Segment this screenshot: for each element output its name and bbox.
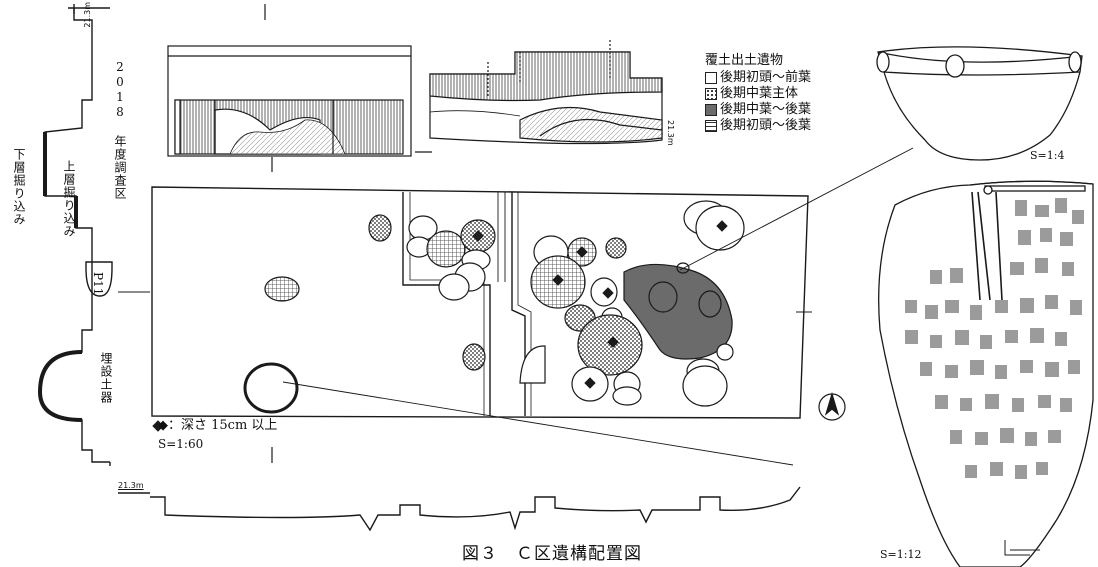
legend-label: 後期中葉～後葉 [720,102,812,117]
section-elevation: 21.3m [666,120,675,146]
plan-features [243,147,914,466]
legend-label: 後期初頭～後葉 [720,118,812,133]
legend-item-blank: 後期初頭～前葉 [705,71,811,84]
figure-caption: 図３ Ｃ区遺構配置図 [462,544,642,564]
depth-note: ◆：深さ 15cm 以上 [158,418,278,433]
legend-item-grid: 後期初頭～後葉 [705,119,811,132]
north-arrow-icon [818,391,846,421]
section-left [167,4,412,157]
profile-elevation-top: 21.3m [83,2,92,28]
section-middle [415,40,663,153]
plan-scale: S=1:60 [158,437,204,451]
legend-label: 後期初頭～前葉 [720,70,812,85]
plan-map [118,157,812,463]
legend-item-dark: 後期中葉～後葉 [705,103,811,116]
legend-title: 覆土出土遺物 [705,53,784,68]
label-p11: P11 [91,272,105,296]
legend-label: 後期中葉主体 [720,86,799,101]
legend: 覆土出土遺物 後期初頭～前葉 後期中葉主体 後期中葉～後葉 後期初頭～後葉 [705,54,811,135]
label-lower-cut: 下層掘り込み [12,148,26,226]
label-survey-2018: 2018 年度調査区 [113,60,127,200]
jar-scale: S=1:12 [880,548,922,561]
legend-item-dots: 後期中葉主体 [705,87,811,100]
label-upper-cut: 上層掘り込み [62,160,76,238]
deep-pit-markers [152,220,728,432]
label-buried-pot: 埋設土器 [99,352,113,404]
left-profile [37,4,113,466]
vessel-jar [878,180,1094,567]
vessel-bowl [876,46,1083,161]
bottom-profile [118,486,801,532]
bowl-scale: S=1:4 [1030,149,1065,162]
bottom-elevation: 21.3m [118,481,144,490]
